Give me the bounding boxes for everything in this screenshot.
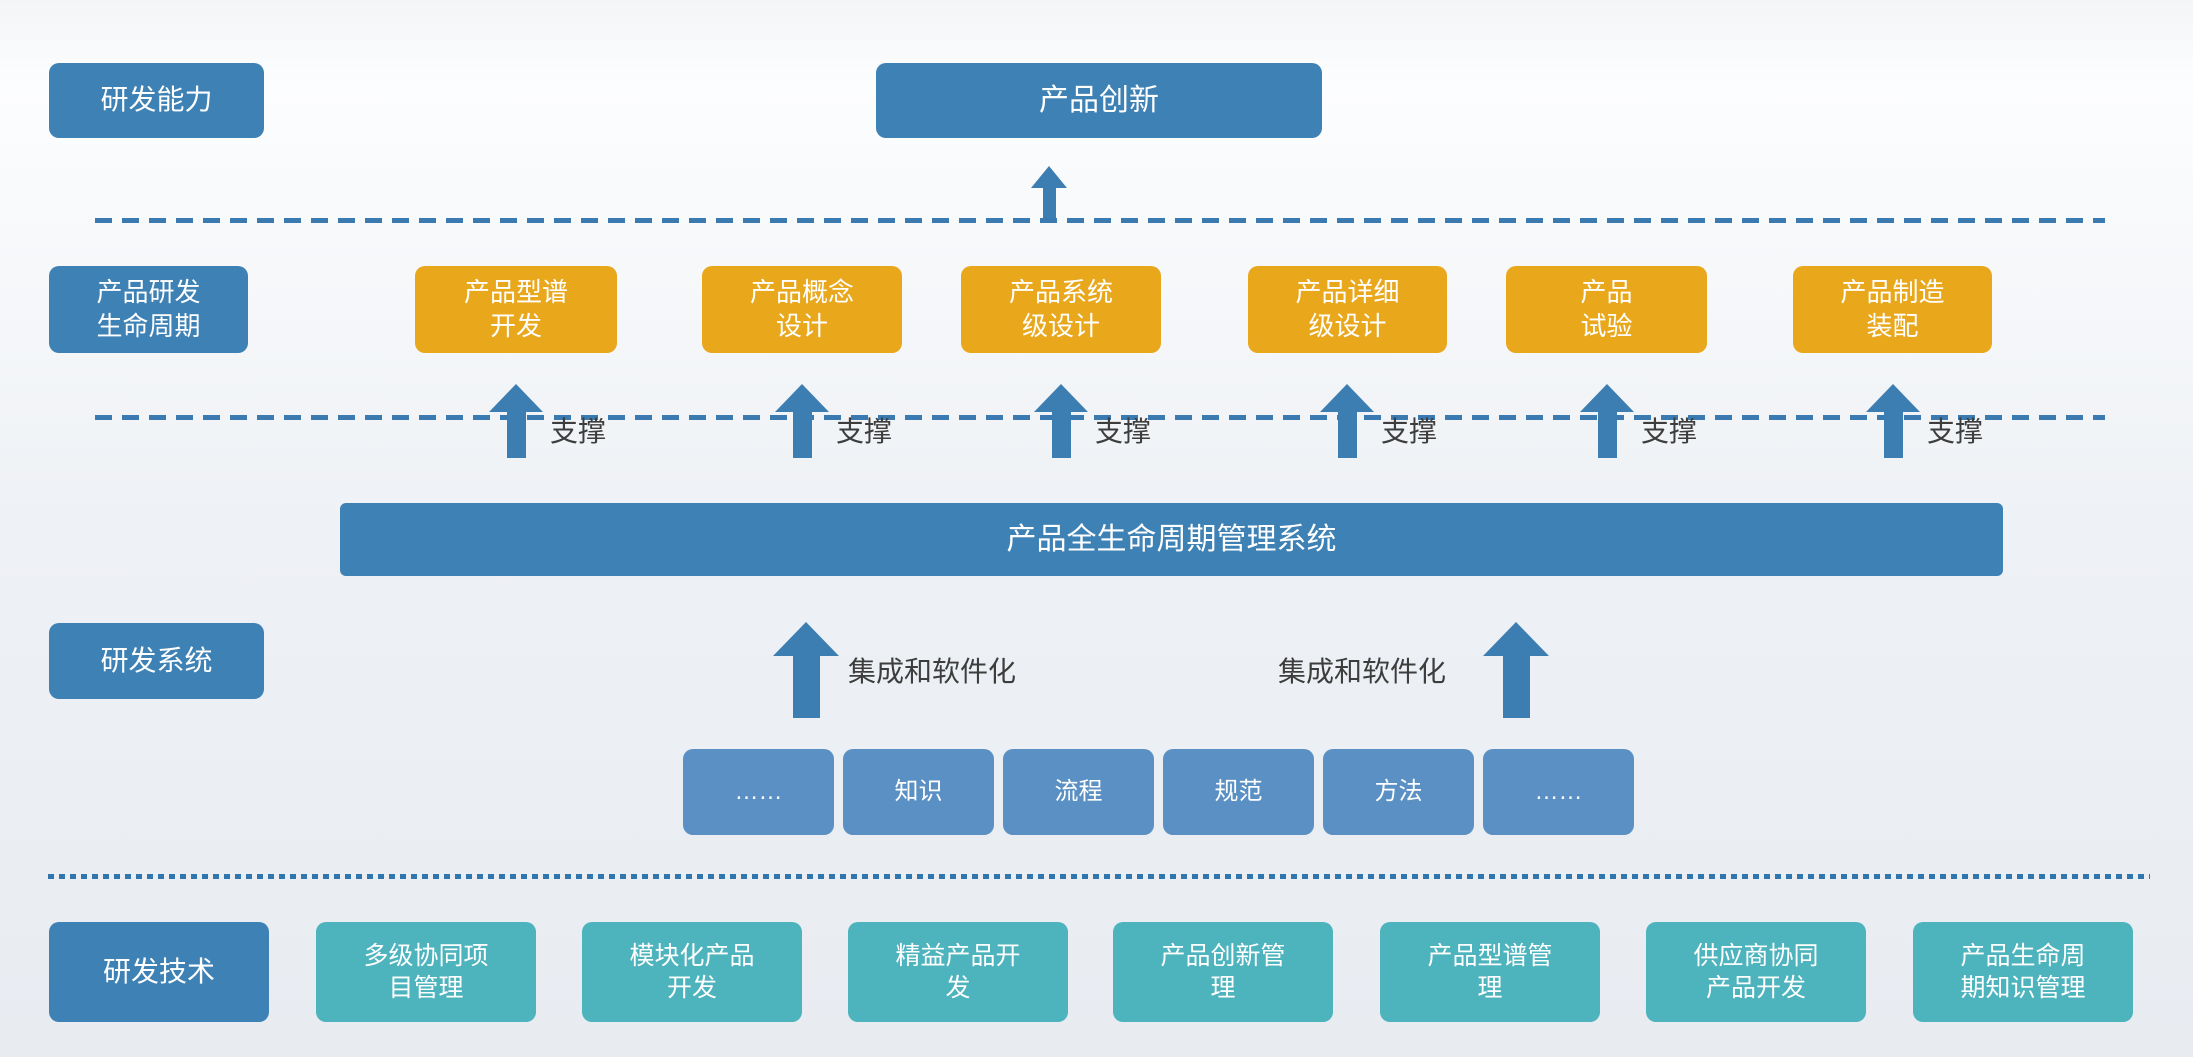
product-innovation-box: 产品创新 bbox=[876, 63, 1322, 138]
tech-box-lean-product-dev: 精益产品开 发 bbox=[848, 922, 1068, 1022]
support-label: 支撑 bbox=[1381, 416, 1438, 447]
stage-box-concept-design: 产品概念 设计 bbox=[702, 266, 902, 353]
component-box-ellipsis: …… bbox=[1483, 749, 1634, 835]
tech-box-multilevel-collab-project-mgmt: 多级协同项 目管理 bbox=[316, 922, 536, 1022]
tech-box-modular-product-dev: 模块化产品 开发 bbox=[582, 922, 802, 1022]
tech-box-supplier-collab-product-dev: 供应商协同 产品开发 bbox=[1646, 922, 1866, 1022]
lifecycle-label-box: 产品研发 生命周期 bbox=[49, 266, 248, 353]
integration-arrow-icon bbox=[773, 622, 839, 718]
tech-box-product-lifecycle-knowledge-mgmt: 产品生命周 期知识管理 bbox=[1913, 922, 2133, 1022]
stage-box-manufacture-assembly: 产品制造 装配 bbox=[1793, 266, 1992, 353]
technology-label-box: 研发技术 bbox=[49, 922, 269, 1022]
support-arrow-icon bbox=[1866, 384, 1920, 458]
support-arrow-icon bbox=[1320, 384, 1374, 458]
support-label: 支撑 bbox=[836, 416, 893, 447]
tech-box-product-innovation-mgmt: 产品创新管 理 bbox=[1113, 922, 1333, 1022]
support-label: 支撑 bbox=[550, 416, 607, 447]
capability-separator-line bbox=[95, 218, 2105, 223]
capability-label-box: 研发能力 bbox=[49, 63, 264, 138]
stage-box-test: 产品 试验 bbox=[1506, 266, 1707, 353]
stage-box-detail-design: 产品详细 级设计 bbox=[1248, 266, 1447, 353]
support-arrow-icon bbox=[489, 384, 543, 458]
system-label-box: 研发系统 bbox=[49, 623, 264, 699]
support-label: 支撑 bbox=[1641, 416, 1698, 447]
tech-box-product-spectrum-mgmt: 产品型谱管 理 bbox=[1380, 922, 1600, 1022]
component-box-knowledge: 知识 bbox=[843, 749, 994, 835]
up-arrow-icon bbox=[1031, 166, 1067, 218]
support-label: 支撑 bbox=[1095, 416, 1152, 447]
support-arrow-icon bbox=[1034, 384, 1088, 458]
lifecycle-separator-line bbox=[95, 415, 2105, 420]
component-box-ellipsis: …… bbox=[683, 749, 834, 835]
stage-box-system-design: 产品系统 级设计 bbox=[961, 266, 1161, 353]
technology-separator-line bbox=[48, 874, 2150, 879]
integration-arrow-icon bbox=[1483, 622, 1549, 718]
support-label: 支撑 bbox=[1927, 416, 1984, 447]
plm-platform-bar: 产品全生命周期管理系统 bbox=[340, 503, 2003, 576]
integration-label-right: 集成和软件化 bbox=[1278, 656, 1447, 687]
stage-box-spectrum-development: 产品型谱 开发 bbox=[415, 266, 617, 353]
integration-label-left: 集成和软件化 bbox=[848, 656, 1017, 687]
support-arrow-icon bbox=[1580, 384, 1634, 458]
support-arrow-icon bbox=[775, 384, 829, 458]
component-box-standard: 规范 bbox=[1163, 749, 1314, 835]
component-box-process: 流程 bbox=[1003, 749, 1154, 835]
component-box-method: 方法 bbox=[1323, 749, 1474, 835]
